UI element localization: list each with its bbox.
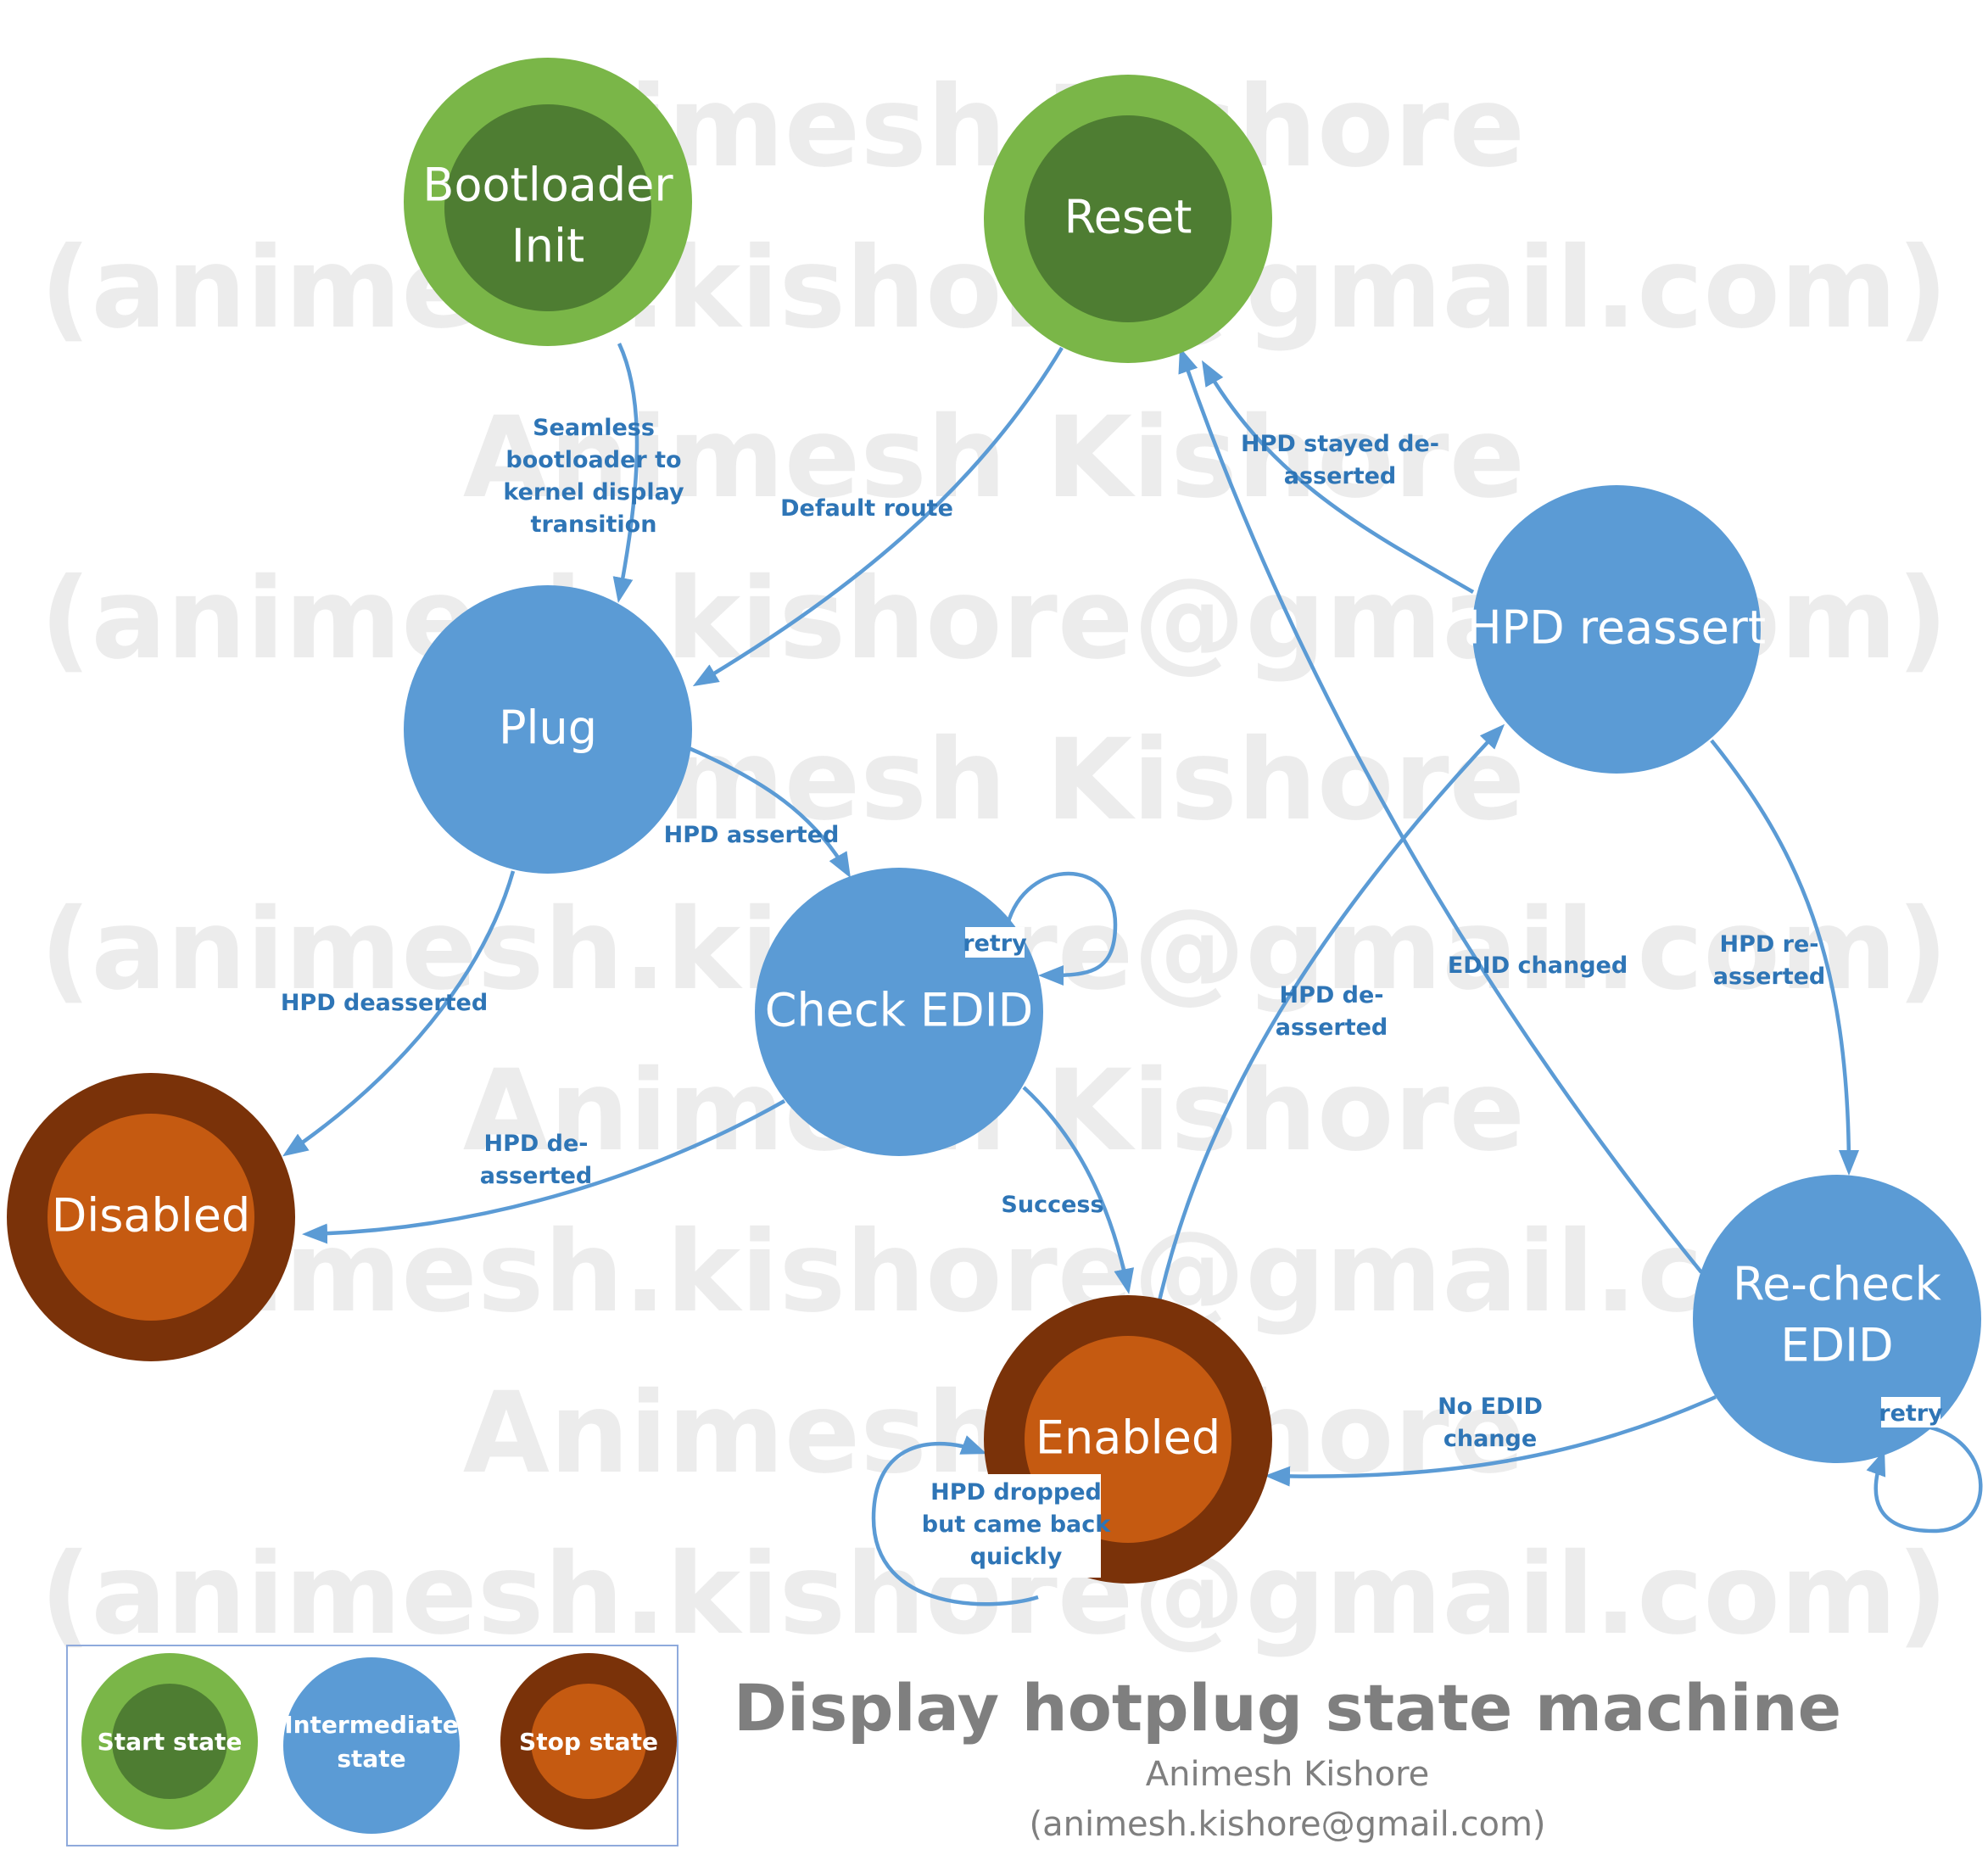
- label-default-route: Default route: [780, 495, 953, 522]
- state-check-edid: Check EDID: [755, 868, 1043, 1156]
- legend-label: Intermediate: [284, 1711, 459, 1739]
- edge-label-line: change: [1444, 1426, 1537, 1452]
- edge-retry-recheck-loop: [1866, 1424, 1983, 1534]
- edge-label-line: kernel display: [503, 479, 684, 506]
- state-hpd-reassert: HPD reassert: [1467, 485, 1766, 774]
- edge-label-line: HPD de-: [483, 1131, 588, 1157]
- label-no-edid-change: No EDID change: [1438, 1394, 1543, 1452]
- label-hpd-re-asserted: HPD re- asserted: [1713, 931, 1826, 990]
- label-hpd-asserted: HPD asserted: [664, 822, 840, 848]
- edge-edid-changed: [1178, 347, 1703, 1274]
- state-label: Reset: [1064, 191, 1192, 244]
- state-label: HPD reassert: [1467, 601, 1766, 655]
- author-email: (animesh.kishore@gmail.com): [1029, 1805, 1545, 1844]
- diagram-title: Display hotplug state machine: [734, 1670, 1841, 1746]
- edge-label-line: HPD stayed de-: [1241, 431, 1439, 457]
- watermark-line: (animesh.kishore@gmail.com): [40, 1207, 1948, 1338]
- label-success: Success: [1001, 1192, 1103, 1218]
- edge-default-route: [692, 346, 1064, 687]
- edge-no-edid-change: [1265, 1394, 1717, 1487]
- label-check-de-asserted: HPD de- asserted: [480, 1131, 593, 1189]
- edges: [282, 343, 1983, 1606]
- label-seamless: Seamless bootloader to kernel display tr…: [503, 415, 684, 538]
- edge-check-de-asserted: [302, 1099, 786, 1244]
- state-label: Re-check: [1733, 1258, 1942, 1311]
- edge-labels: Seamless bootloader to kernel display tr…: [281, 415, 1943, 1578]
- edge-label-line: bootloader to: [505, 447, 681, 473]
- watermark-line: Animesh Kishore: [463, 393, 1525, 523]
- edge-success: [1022, 1086, 1135, 1294]
- edge-label-line: asserted: [480, 1163, 593, 1189]
- edge-label-line: but came back: [922, 1511, 1111, 1538]
- edge-hpd-asserted: [688, 746, 851, 879]
- label-edid-changed: EDID changed: [1448, 953, 1628, 979]
- title-block: Display hotplug state machine Animesh Ki…: [734, 1670, 1841, 1844]
- state-label: Check EDID: [765, 984, 1034, 1037]
- label-hpd-stayed: HPD stayed de- asserted: [1241, 431, 1439, 489]
- legend-intermediate-state: Intermediate state: [283, 1657, 460, 1834]
- edge-label-line: HPD de-: [1279, 982, 1383, 1008]
- state-recheck-edid: Re-check EDID: [1693, 1175, 1981, 1463]
- state-label: Plug: [499, 701, 597, 755]
- edge-label-line: quickly: [970, 1544, 1063, 1570]
- edge-label-line: HPD re-: [1719, 931, 1818, 958]
- legend-stop-state: Stop state: [500, 1653, 677, 1830]
- state-label: Bootloader: [422, 159, 673, 212]
- edge-enabled-de-asserted: [1156, 723, 1505, 1305]
- state-label: Enabled: [1036, 1411, 1220, 1465]
- state-bootloader-init: Bootloader Init: [404, 58, 692, 346]
- label-retry-check: retry: [963, 930, 1027, 957]
- legend-label: Stop state: [519, 1728, 658, 1756]
- state-label: Init: [511, 220, 584, 273]
- legend: Start state Intermediate state Stop stat…: [66, 1645, 678, 1846]
- legend-label: Start state: [98, 1728, 243, 1756]
- state-label: EDID: [1780, 1319, 1893, 1372]
- label-hpd-dropped: HPD dropped but came back quickly: [922, 1479, 1111, 1570]
- edge-hpd-deasserted: [282, 870, 516, 1157]
- edge-hpd-dropped-loop: [871, 1435, 1039, 1606]
- legend-label: state: [337, 1745, 405, 1773]
- state-reset: Reset: [984, 75, 1272, 363]
- state-label: Disabled: [52, 1189, 251, 1243]
- author-name: Animesh Kishore: [1146, 1755, 1430, 1794]
- edge-label-line: Seamless: [533, 415, 655, 441]
- edge-label-line: HPD dropped: [930, 1479, 1102, 1506]
- edge-retry-check-loop: [1005, 871, 1118, 986]
- edge-seamless: [612, 343, 639, 603]
- edge-label-line: asserted: [1284, 463, 1397, 489]
- edge-label-line: No EDID: [1438, 1394, 1543, 1420]
- label-enabled-de-asserted: HPD de- asserted: [1276, 982, 1388, 1041]
- legend-start-state: Start state: [81, 1653, 258, 1830]
- label-hpd-deasserted: HPD deasserted: [281, 990, 488, 1016]
- edge-hpd-stayed: [1202, 360, 1475, 594]
- edge-label-line: transition: [531, 511, 657, 538]
- edge-label-line: asserted: [1713, 964, 1826, 990]
- state-disabled: Disabled: [7, 1073, 295, 1361]
- label-retry-recheck: retry: [1879, 1400, 1943, 1427]
- edge-label-line: asserted: [1276, 1014, 1388, 1041]
- state-plug: Plug: [404, 585, 692, 874]
- edge-hpd-re-asserted: [1710, 739, 1859, 1176]
